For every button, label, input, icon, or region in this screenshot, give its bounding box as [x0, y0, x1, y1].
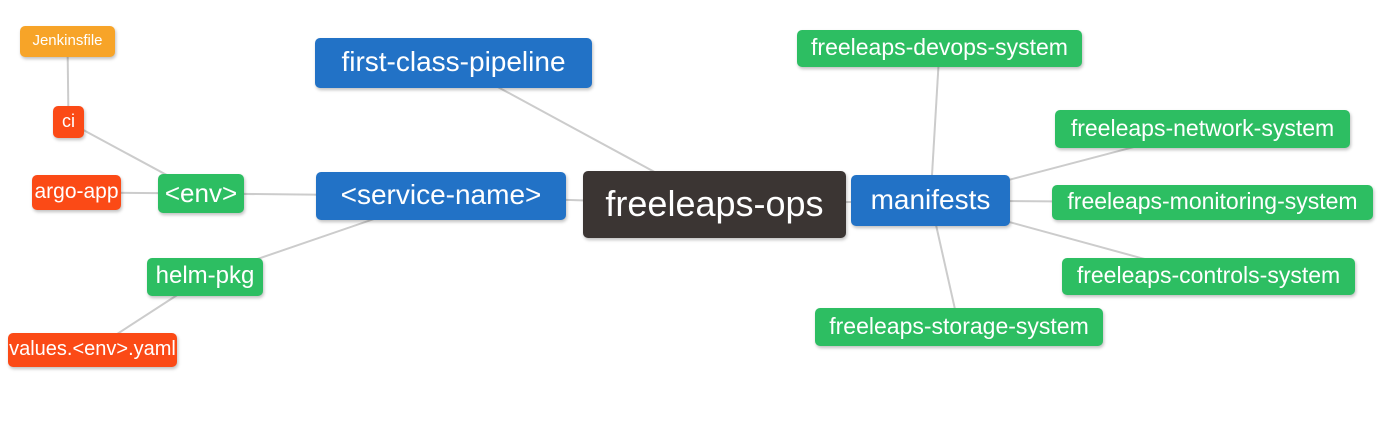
node-manifests[interactable]: manifests [851, 175, 1010, 226]
node-argo-app[interactable]: argo-app [32, 175, 121, 210]
node-jenkinsfile[interactable]: Jenkinsfile [20, 26, 115, 57]
node-freeleaps-ops[interactable]: freeleaps-ops [583, 171, 846, 238]
node-monitoring-system[interactable]: freeleaps-monitoring-system [1052, 185, 1373, 220]
node-storage-system[interactable]: freeleaps-storage-system [815, 308, 1103, 346]
node-service-name[interactable]: <service-name> [316, 172, 566, 220]
node-first-class-pipeline[interactable]: first-class-pipeline [315, 38, 592, 88]
node-values-env-yaml[interactable]: values.<env>.yaml [8, 333, 177, 367]
node-ci[interactable]: ci [53, 106, 84, 138]
node-env[interactable]: <env> [158, 174, 244, 213]
node-network-system[interactable]: freeleaps-network-system [1055, 110, 1350, 148]
node-devops-system[interactable]: freeleaps-devops-system [797, 30, 1082, 67]
node-controls-system[interactable]: freeleaps-controls-system [1062, 258, 1355, 295]
node-helm-pkg[interactable]: helm-pkg [147, 258, 263, 296]
